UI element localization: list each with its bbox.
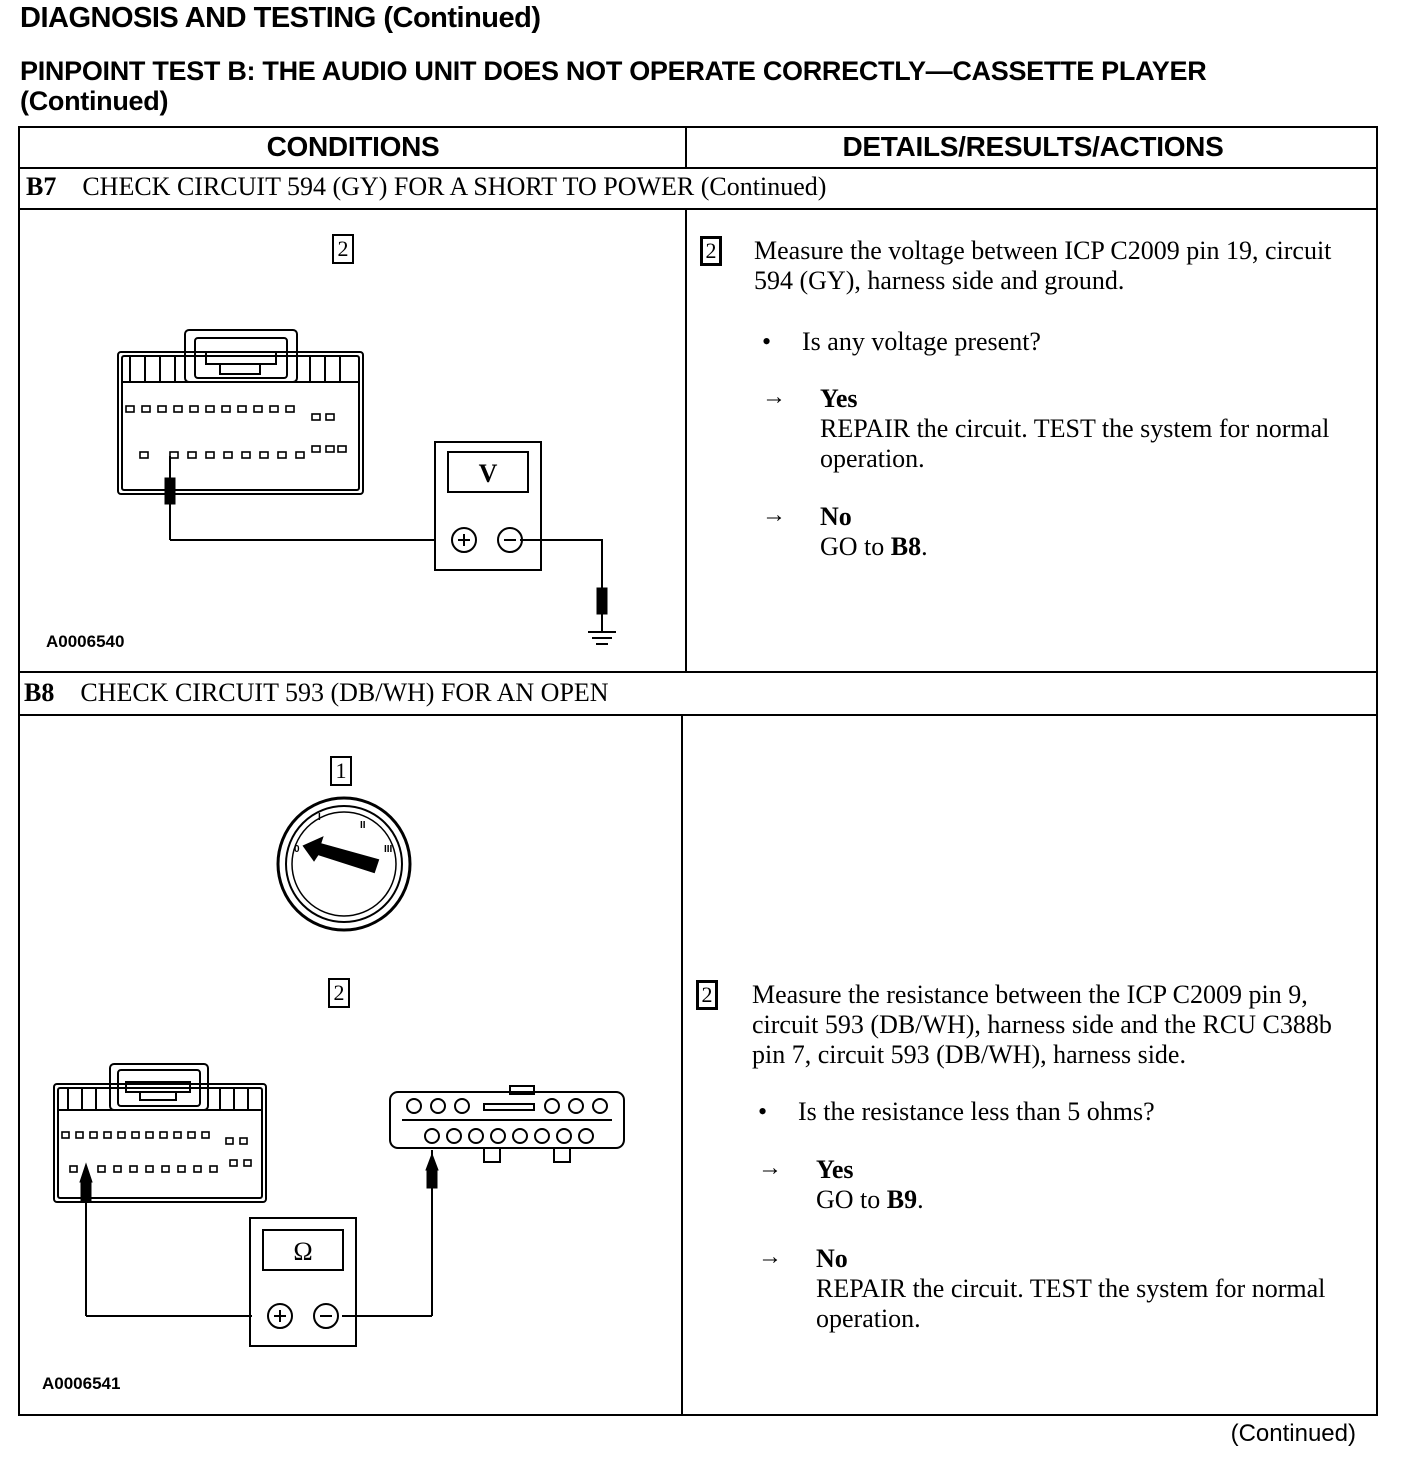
ignition-position-2: II xyxy=(360,820,366,831)
pinpoint-test-title-line1: PINPOINT TEST B: THE AUDIO UNIT DOES NOT… xyxy=(20,56,1207,86)
footer-continued: (Continued) xyxy=(1230,1420,1356,1447)
b8-yes-arrow-icon: → xyxy=(758,1155,782,1181)
column-header-conditions: CONDITIONS xyxy=(266,131,440,162)
b7-step-callout: 2 xyxy=(700,236,722,266)
b8-no-label: No xyxy=(816,1244,848,1273)
b8-no-action: REPAIR the circuit. TEST the system for … xyxy=(816,1274,1326,1333)
b8-question-bullet: • xyxy=(758,1097,768,1126)
b7-figure-id: A0006540 xyxy=(46,632,125,651)
icp-connector-b8 xyxy=(53,1063,267,1203)
b8-yes-label: Yes xyxy=(816,1155,854,1184)
b7-no-action-suffix: . xyxy=(921,532,928,561)
pinpoint-test-title: PINPOINT TEST B: THE AUDIO UNIT DOES NOT… xyxy=(20,56,1400,116)
b8-yes-action-suffix: . xyxy=(917,1185,924,1214)
b7-no-action-prefix: GO to xyxy=(820,532,891,561)
rcu-connector xyxy=(389,1085,625,1163)
step-b8-title: B8 CHECK CIRCUIT 593 (DB/WH) FOR AN OPEN xyxy=(24,678,609,708)
ignition-position-0: 0 xyxy=(294,844,300,855)
b7-probe-lead xyxy=(164,456,616,645)
voltmeter xyxy=(434,441,542,571)
ignition-position-3: III xyxy=(384,844,393,855)
pinpoint-test-title-line2: (Continued) xyxy=(20,86,169,116)
b7-no-result: No GO to B8. xyxy=(820,502,1340,562)
b7-no-action-target[interactable]: B8 xyxy=(890,532,922,561)
b8-probe-leads xyxy=(79,1150,439,1317)
b7-instruction: Measure the voltage between ICP C2009 pi… xyxy=(754,236,1332,295)
b7-no-label: No xyxy=(820,502,852,531)
column-header-details: DETAILS/RESULTS/ACTIONS xyxy=(842,131,1224,162)
b8-figure-callout-1: 1 xyxy=(330,756,352,786)
b7-question: Is any voltage present? xyxy=(802,327,1041,356)
b8-yes-action-prefix: GO to xyxy=(816,1185,887,1214)
b7-question-bullet: • xyxy=(762,327,772,356)
voltmeter-symbol: V xyxy=(479,459,498,488)
ignition-key-icon xyxy=(302,836,380,874)
b7-figure-callout: 2 xyxy=(332,234,354,264)
b8-figure-id: A0006541 xyxy=(42,1374,121,1393)
ignition-switch-diagram: 0 I II III xyxy=(276,796,412,932)
b7-connector-diagram: V xyxy=(117,329,616,645)
b8-no-result: No REPAIR the circuit. TEST the system f… xyxy=(816,1244,1336,1334)
step-b7-title-text: CHECK CIRCUIT 594 (GY) FOR A SHORT TO PO… xyxy=(82,172,827,201)
ohmmeter-symbol: Ω xyxy=(293,1237,312,1266)
b8-connector-diagram: Ω xyxy=(53,1063,625,1347)
pinpoint-table xyxy=(18,126,1378,1416)
b8-no-arrow-icon: → xyxy=(758,1244,782,1270)
connector-pins-b8 xyxy=(61,1131,252,1173)
b8-step-callout: 2 xyxy=(696,980,718,1010)
ohmmeter xyxy=(249,1217,357,1347)
connector-pins-b7 xyxy=(125,405,347,459)
page-title: DIAGNOSIS AND TESTING (Continued) xyxy=(20,2,541,34)
step-b8-id: B8 xyxy=(24,678,55,707)
ignition-position-1: I xyxy=(318,812,321,823)
b7-yes-action: REPAIR the circuit. TEST the system for … xyxy=(820,414,1330,473)
b8-yes-action-target[interactable]: B9 xyxy=(886,1185,918,1214)
b7-yes-arrow-icon: → xyxy=(762,384,786,410)
b7-yes-label: Yes xyxy=(820,384,858,413)
b8-instruction: Measure the resistance between the ICP C… xyxy=(752,980,1332,1069)
b8-figure-callout-2: 2 xyxy=(328,978,350,1008)
step-b8-title-text: CHECK CIRCUIT 593 (DB/WH) FOR AN OPEN xyxy=(80,678,609,707)
b7-no-arrow-icon: → xyxy=(762,502,786,528)
b8-yes-result: Yes GO to B9. xyxy=(816,1155,1336,1215)
b8-question: Is the resistance less than 5 ohms? xyxy=(798,1097,1155,1126)
step-b7-id: B7 xyxy=(26,172,57,201)
icp-connector-b7 xyxy=(117,329,364,495)
step-b7-title: B7 CHECK CIRCUIT 594 (GY) FOR A SHORT TO … xyxy=(26,172,826,202)
b7-yes-result: Yes REPAIR the circuit. TEST the system … xyxy=(820,384,1340,474)
